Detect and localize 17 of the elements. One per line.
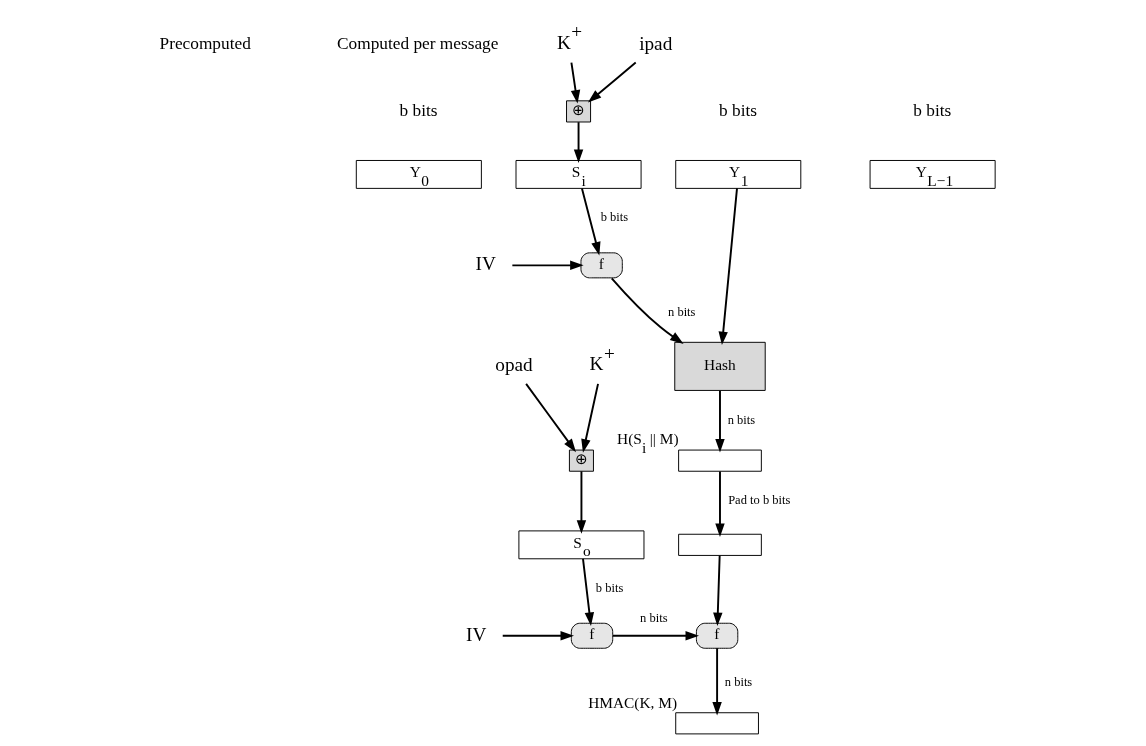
edge-label: b bits (595, 580, 623, 595)
edge-label: Pad to b bits (727, 493, 790, 508)
edge-label: n bits (727, 412, 755, 427)
edge-label: n bits (724, 675, 752, 690)
node-text: IV (475, 253, 496, 275)
node-text: IV (465, 623, 486, 645)
node-label: HMAC(K, M) (587, 693, 677, 711)
edge-label: n bits (667, 304, 695, 319)
edge-label: b bits (600, 210, 628, 225)
label: b bits (399, 100, 438, 120)
label: Computed per message (336, 34, 498, 54)
node-text: opad (494, 354, 533, 376)
label: b bits (912, 100, 951, 120)
node-text: ipad (638, 32, 672, 54)
label: b bits (718, 100, 757, 120)
edge-label: n bits (639, 610, 668, 625)
label: Precomputed (159, 34, 251, 54)
